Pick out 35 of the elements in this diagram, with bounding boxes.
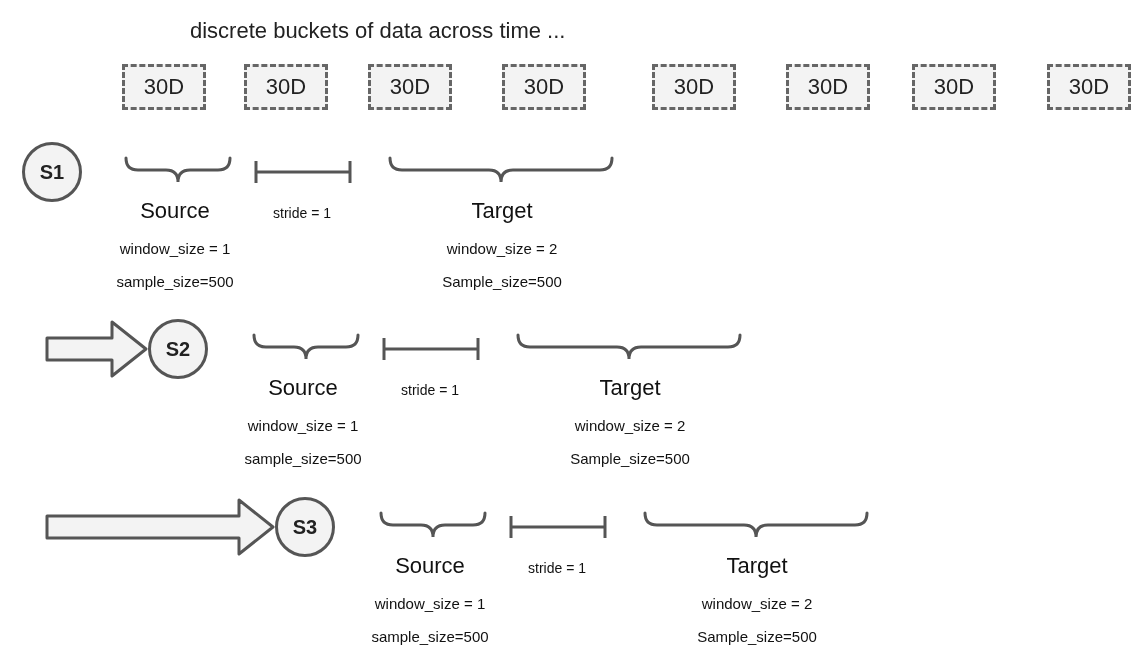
parameter-text: window_size = 1 <box>374 595 486 612</box>
title: discrete buckets of data across time ... <box>190 18 566 44</box>
time-bucket-box: 30D <box>786 64 870 110</box>
step-circle: S2 <box>148 319 208 379</box>
parameter-text: window_size = 2 <box>701 595 813 612</box>
parameter-text: Sample_size=500 <box>570 450 690 467</box>
time-bucket-box: 30D <box>912 64 996 110</box>
time-bucket-box: 30D <box>502 64 586 110</box>
source-label: Source <box>395 553 465 579</box>
parameter-text: sample_size=500 <box>116 273 234 290</box>
parameter-text: window_size = 1 <box>247 417 359 434</box>
step-circle: S3 <box>275 497 335 557</box>
target-label: Target <box>599 375 661 401</box>
time-bucket-box: 30D <box>1047 64 1131 110</box>
target-label: Target <box>471 198 533 224</box>
time-bucket-box: 30D <box>122 64 206 110</box>
source-label: Source <box>268 375 338 401</box>
parameter-text: window_size = 2 <box>446 240 558 257</box>
parameter-text: window_size = 2 <box>574 417 686 434</box>
parameter-text: sample_size=500 <box>371 628 489 645</box>
source-label: Source <box>140 198 210 224</box>
time-bucket-box: 30D <box>244 64 328 110</box>
target-label: Target <box>726 553 788 579</box>
stride-label: stride = 1 <box>528 560 586 576</box>
arrow <box>45 498 275 556</box>
parameter-text: Sample_size=500 <box>697 628 817 645</box>
parameter-text: Sample_size=500 <box>442 273 562 290</box>
parameter-text: window_size = 1 <box>119 240 231 257</box>
step-circle: S1 <box>22 142 82 202</box>
time-bucket-box: 30D <box>652 64 736 110</box>
stride-label: stride = 1 <box>273 205 331 221</box>
stride-label: stride = 1 <box>401 382 459 398</box>
time-bucket-box: 30D <box>368 64 452 110</box>
parameter-text: sample_size=500 <box>244 450 362 467</box>
arrow <box>45 320 148 378</box>
